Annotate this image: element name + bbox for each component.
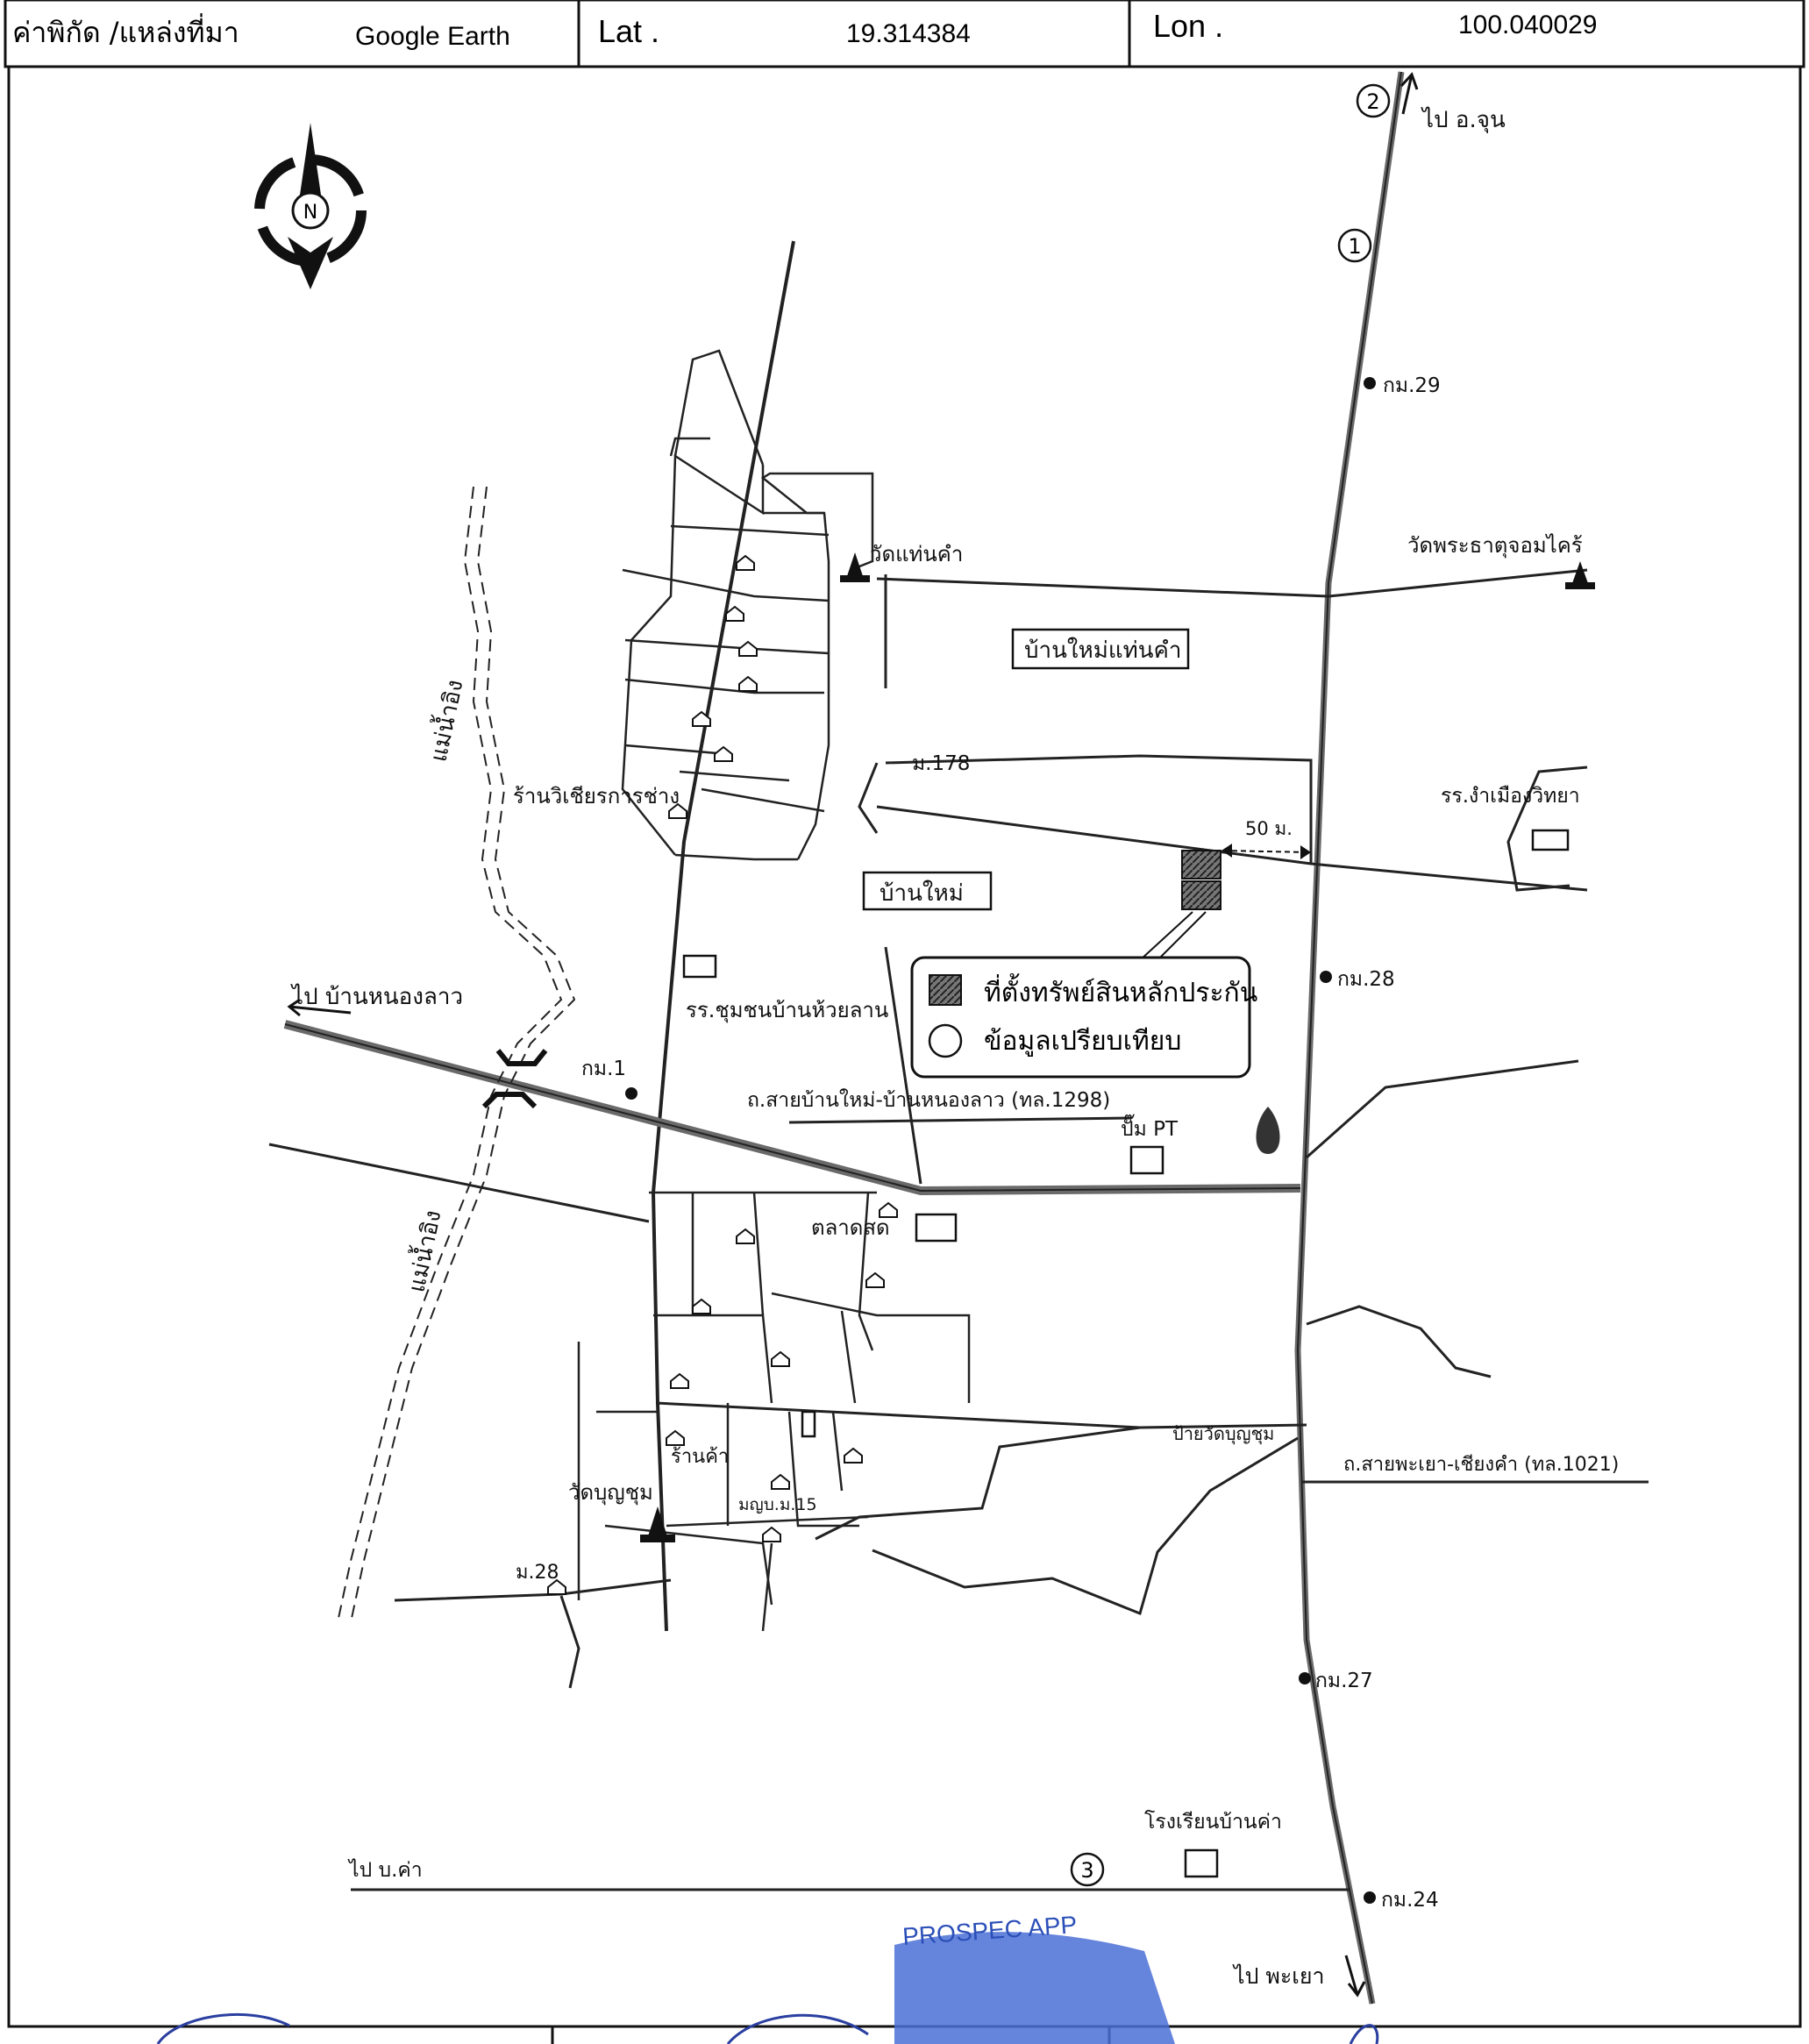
legend: ที่ตั้งทรัพย์สินหลักประกัน ข้อมูลเปรียบเ…: [910, 956, 1257, 1079]
label-river-ing-1: แม่น้ำอิง: [422, 677, 469, 765]
label-shop-kha: ร้านค้า: [671, 1446, 729, 1468]
bridge-icon: [481, 1049, 548, 1109]
label-wat-thaen-kham: วัดแท่นคำ: [870, 542, 963, 566]
header-coord-label: ค่าพิกัด /แหล่งที่มา: [12, 13, 239, 49]
legend-circle-icon: [928, 1023, 963, 1058]
km29-marker-icon: [1364, 377, 1376, 389]
route-marker-2: [1356, 83, 1391, 118]
route-number-2: 2: [1366, 89, 1379, 114]
label-to-nong-lao: ไป บ้านหนองลาว: [290, 983, 463, 1010]
label-school-ban-kha: โรงเรียนบ้านค่า: [1144, 1810, 1282, 1834]
temple-boon-chum-icon: [647, 1506, 668, 1539]
signature-2: [726, 2013, 869, 2044]
label-50m: 50 ม.: [1245, 818, 1293, 839]
label-km29: กม.29: [1383, 374, 1441, 397]
company-stamp: PROSPEC APP: [894, 1911, 1175, 2044]
fuel-brand-icon: [1256, 1107, 1280, 1154]
label-km24: กม.24: [1381, 1889, 1439, 1912]
label-to-ban-kha: ไป บ.ค่า: [347, 1858, 423, 1882]
km28-marker-icon: [1320, 971, 1332, 983]
km27-marker-icon: [1299, 1672, 1311, 1684]
school-ban-kha-icon: [1184, 1848, 1219, 1878]
label-to-chun: ไป อ.จุน: [1421, 106, 1506, 133]
compass-letter: N: [303, 202, 317, 224]
label-km28: กม.28: [1337, 968, 1395, 991]
label-river-ing-2: แม่น้ำอิง: [400, 1207, 447, 1295]
village-box-thaen-kham: [1011, 628, 1190, 670]
label-shop-wichian: ร้านวิเชียรการช่าง: [513, 784, 680, 808]
label-health-15: มญบ.ม.15: [738, 1495, 817, 1514]
signature-1: [156, 2012, 290, 2044]
route-marker-1: [1337, 228, 1372, 263]
school-ngam-icon: [1531, 829, 1570, 851]
arrow-west-icon: [288, 1005, 352, 1015]
header-lat-label: Lat .: [598, 13, 659, 49]
village-road: [651, 240, 795, 1632]
label-moo28: ม.28: [516, 1562, 559, 1584]
label-wat-boon: วัดบุญชุม: [568, 1480, 653, 1506]
arrow-north-icon: [1401, 74, 1414, 115]
signature-3: [1349, 2024, 1379, 2044]
temple-thaen-kham-icon: [846, 552, 864, 579]
legend-hatch-icon: [929, 974, 962, 1006]
label-school-huai-lan: รร.ชุมชนบ้านห้วยลาน: [686, 998, 888, 1023]
route-number-1: 1: [1348, 234, 1361, 259]
header-lat-value: 19.314384: [846, 19, 971, 48]
village-box-ban-mai: [862, 871, 993, 911]
label-km27: กม.27: [1315, 1670, 1373, 1692]
label-market: ตลาดสด: [811, 1215, 890, 1240]
legend-property: ที่ตั้งทรัพย์สินหลักประกัน: [984, 973, 1257, 1008]
school-huai-lan-icon: [682, 954, 717, 979]
km1-marker-icon: [625, 1087, 637, 1100]
market-icon: [915, 1213, 958, 1243]
label-road-1021: ถ.สายพะเยา-เชียงคำ (ทล.1021): [1343, 1454, 1619, 1476]
north-arrow-icon: N: [254, 123, 367, 289]
label-pump-pt: ปั๊ม PT: [1121, 1114, 1179, 1141]
km24-marker-icon: [1364, 1891, 1376, 1904]
legend-comparison: ข้อมูลเปรียบเทียบ: [984, 1026, 1181, 1057]
route-marker-3: [1070, 1852, 1105, 1887]
house-icons: [547, 554, 898, 1595]
arrow-south-icon: [1344, 1955, 1359, 1996]
label-ban-mai: บ้านใหม่: [880, 880, 964, 907]
plot-outlines: [577, 349, 971, 1632]
label-to-phayao: ไป พะเยา: [1232, 1963, 1325, 1989]
river-ing: [337, 486, 576, 1623]
highway-1021: [1294, 71, 1405, 2005]
temple-phrathat-icon: [1571, 561, 1589, 586]
label-km1: กม.1: [581, 1058, 626, 1080]
label-sign-wat-boon: ป้ายวัดบุญชุม: [1172, 1423, 1274, 1445]
property-marker: [1181, 850, 1221, 880]
map-frame: [7, 65, 1802, 2028]
label-school-ngam: รร.งำเมืองวิทยา: [1441, 785, 1580, 808]
header-lon-label: Lon .: [1153, 8, 1223, 44]
health-station-icon: [801, 1410, 816, 1438]
label-ban-mai-thaen-kham: บ้านใหม่แท่นคำ: [1024, 637, 1182, 664]
distance-arrow: [1222, 850, 1310, 853]
label-road-1298: ถ.สายบ้านใหม่-บ้านหนองลาว (ทล.1298): [747, 1088, 1110, 1112]
route-number-3: 3: [1080, 1858, 1093, 1883]
header-source: Google Earth: [355, 22, 510, 51]
label-wat-phrathat: วัดพระธาตุจอมไคร้: [1407, 533, 1583, 559]
pump-pt-icon: [1129, 1145, 1164, 1175]
label-moo178: ม.178: [912, 752, 970, 775]
header-lon-value: 100.040029: [1458, 11, 1598, 39]
